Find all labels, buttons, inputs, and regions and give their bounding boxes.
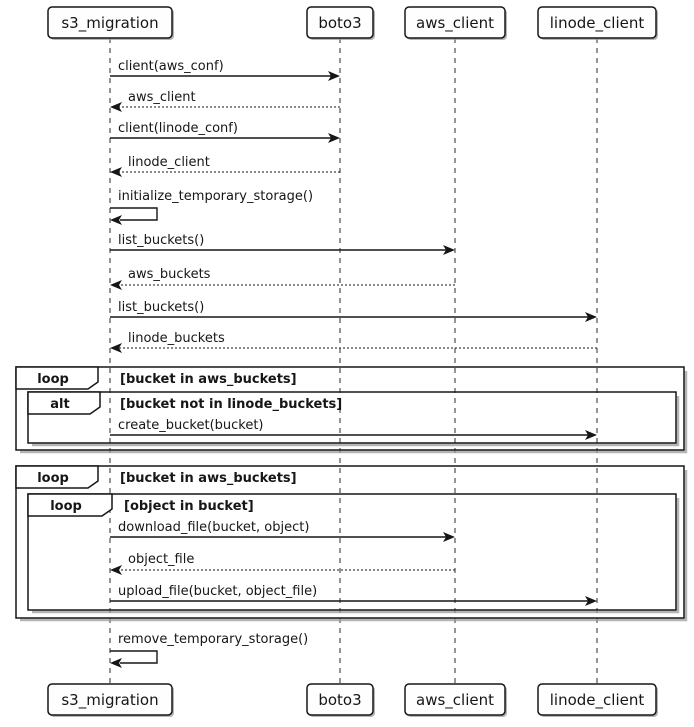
frame-operator-pentagon xyxy=(27,493,113,517)
arrowhead-icon xyxy=(585,312,597,322)
participant: linode_client xyxy=(537,683,658,717)
participant: s3_migration xyxy=(47,683,174,717)
self-message: remove_temporary_storage() xyxy=(110,632,308,668)
arrowhead-icon xyxy=(328,71,340,81)
participant: linode_client xyxy=(537,6,658,40)
message: linode_client xyxy=(110,155,340,177)
participant-label: boto3 xyxy=(318,14,361,32)
arrowhead-icon xyxy=(328,133,340,143)
message: list_buckets() xyxy=(110,300,597,322)
participant-box xyxy=(47,6,173,39)
participant-box xyxy=(306,683,374,716)
message: create_bucket(bucket) xyxy=(110,418,597,440)
message-label: list_buckets() xyxy=(118,300,204,315)
participant: boto3 xyxy=(306,683,375,717)
frame-loop-create: loop [bucket in aws_buckets] alt [bucket… xyxy=(15,366,688,454)
message: linode_buckets xyxy=(110,331,597,353)
frame-condition-label: [bucket in aws_buckets] xyxy=(120,471,297,486)
participant-label: aws_client xyxy=(416,14,494,33)
participant: s3_migration xyxy=(47,6,174,40)
frame-border xyxy=(15,465,685,619)
message-label: aws_buckets xyxy=(128,267,211,282)
frame-loop-objects: loop [object in bucket] xyxy=(27,493,680,614)
frame-alt: alt [bucket not in linode_buckets] xyxy=(27,391,680,447)
message-label: download_file(bucket, object) xyxy=(118,520,309,535)
participant-label: linode_client xyxy=(550,691,645,710)
frame-operator-pentagon xyxy=(27,391,101,415)
self-message-line xyxy=(110,207,158,221)
message: download_file(bucket, object) xyxy=(110,520,455,542)
frame-operator-label: loop xyxy=(37,372,69,387)
participant-label: linode_client xyxy=(550,14,645,33)
arrowhead-icon xyxy=(110,280,122,290)
frame-border xyxy=(15,366,685,451)
participant-label: s3_migration xyxy=(61,14,158,33)
arrowhead-icon xyxy=(110,167,122,177)
participant-box xyxy=(306,6,374,39)
messages: client(aws_conf) aws_client client(linod… xyxy=(110,59,597,668)
frame-shadow xyxy=(32,498,680,614)
frame-shadow xyxy=(32,396,680,447)
participant-box xyxy=(404,6,506,39)
arrowhead-icon xyxy=(110,215,122,225)
message: upload_file(bucket, object_file) xyxy=(110,584,597,606)
message-label: create_bucket(bucket) xyxy=(118,418,264,433)
arrowhead-icon xyxy=(110,565,122,575)
frame-operator-label: alt xyxy=(50,397,69,412)
frame-operator-pentagon xyxy=(15,465,99,489)
frame-loop-copy: loop [bucket in aws_buckets] loop [objec… xyxy=(15,465,688,622)
message-label: upload_file(bucket, object_file) xyxy=(118,584,317,599)
message-label: linode_buckets xyxy=(128,331,225,346)
message: object_file xyxy=(110,552,455,575)
participant: aws_client xyxy=(404,6,507,40)
message-label: initialize_temporary_storage() xyxy=(118,189,313,204)
lifelines xyxy=(109,38,598,684)
arrowhead-icon xyxy=(110,343,122,353)
frame-condition-label: [bucket in aws_buckets] xyxy=(120,372,297,387)
frame-operator-label: loop xyxy=(37,471,69,486)
frame-operator-pentagon xyxy=(15,366,99,390)
message-label: object_file xyxy=(128,552,194,567)
self-message: initialize_temporary_storage() xyxy=(110,189,313,225)
message-label: list_buckets() xyxy=(118,233,204,248)
participant-label: boto3 xyxy=(318,691,361,709)
participants-bottom: s3_migration boto3 aws_client linode_cli… xyxy=(47,683,658,717)
frame-operator-label: loop xyxy=(50,499,82,514)
participant: boto3 xyxy=(306,6,375,40)
participant-box xyxy=(537,6,657,39)
frame-shadow xyxy=(20,470,688,622)
frame-shadow xyxy=(20,371,688,454)
arrowhead-icon xyxy=(110,102,122,112)
participant-box xyxy=(537,683,657,716)
frame-border xyxy=(27,493,677,611)
message: client(linode_conf) xyxy=(110,121,340,143)
arrowhead-icon xyxy=(110,658,122,668)
message-label: linode_client xyxy=(128,155,210,170)
participant-box xyxy=(404,683,506,716)
message-label: client(linode_conf) xyxy=(118,121,238,136)
message-label: client(aws_conf) xyxy=(118,59,224,74)
message: client(aws_conf) xyxy=(110,59,340,81)
frame-condition-label: [bucket not in linode_buckets] xyxy=(120,397,342,412)
participants-top: s3_migration boto3 aws_client linode_cli… xyxy=(47,6,658,40)
arrowhead-icon xyxy=(443,245,455,255)
self-message-line xyxy=(110,650,158,664)
message: aws_buckets xyxy=(110,267,455,290)
participant-label: aws_client xyxy=(416,691,494,710)
arrowhead-icon xyxy=(585,430,597,440)
participant-label: s3_migration xyxy=(61,691,158,710)
message-label: aws_client xyxy=(128,90,196,105)
frame-condition-label: [object in bucket] xyxy=(124,499,254,514)
message-label: remove_temporary_storage() xyxy=(118,632,308,647)
message: list_buckets() xyxy=(110,233,455,255)
message: aws_client xyxy=(110,90,340,112)
arrowhead-icon xyxy=(585,596,597,606)
frame-border xyxy=(27,391,677,444)
participant-box xyxy=(47,683,173,716)
arrowhead-icon xyxy=(443,532,455,542)
participant: aws_client xyxy=(404,683,507,717)
